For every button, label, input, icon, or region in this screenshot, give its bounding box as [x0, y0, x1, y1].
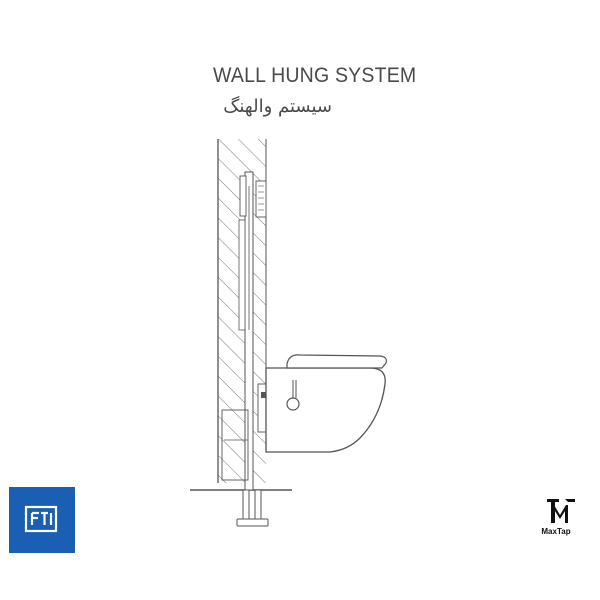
- title-english: WALL HUNG SYSTEM: [213, 64, 417, 87]
- toilet-bowl: [265, 354, 387, 453]
- maxtap-logo-text: MaxTap: [541, 527, 571, 536]
- concealed-frame: [221, 171, 267, 491]
- fti-logo: [9, 487, 75, 553]
- title-persian: سیستم والهنگ: [223, 96, 332, 117]
- maxtap-logo: [547, 499, 575, 523]
- frame-legs: [236, 489, 269, 527]
